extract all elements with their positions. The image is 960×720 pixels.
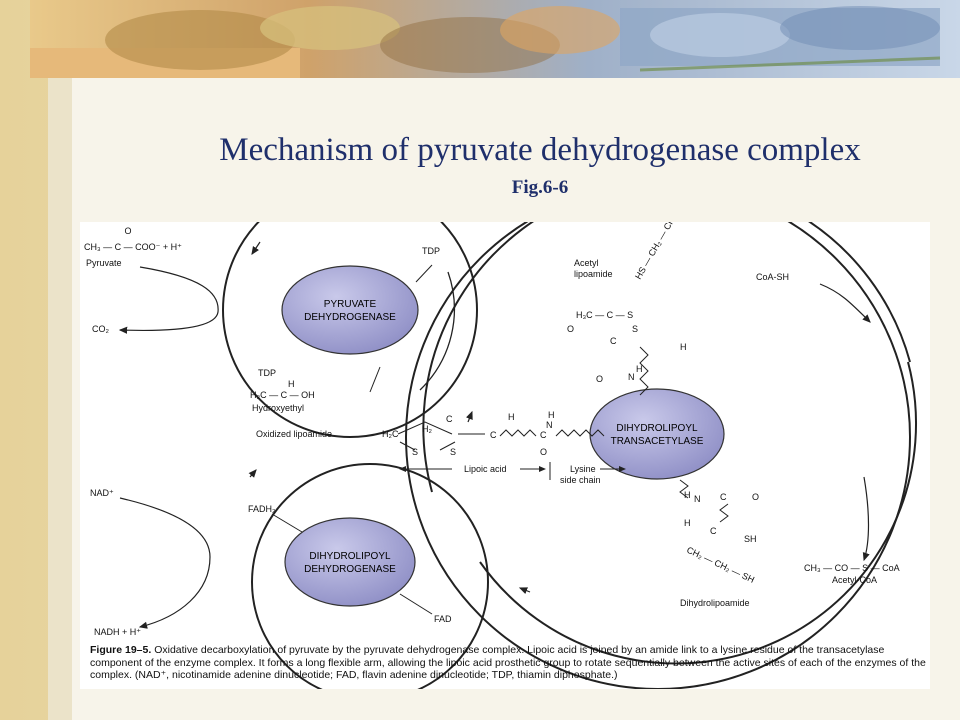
pathway-diagram: PYRUVATE DEHYDROGENASE DIHYDROLIPOYL TRA…	[84, 222, 918, 689]
amide-n: N	[546, 420, 553, 430]
fadh2-label: FADH₂	[248, 504, 276, 514]
hs-chain: HS — CH₂ — CH₂	[633, 222, 679, 281]
lysine-label-1: Lysine	[570, 464, 596, 474]
lower-sh1: SH	[744, 534, 757, 544]
dihydrolipoamide-label: Dihydrolipoamide	[680, 598, 750, 608]
ring-h2: H₂	[422, 424, 432, 434]
top-decoration	[30, 0, 960, 78]
e1-label-1: PYRUVATE	[324, 299, 377, 310]
enzyme-dihydrolipoyl-transacetylase: DIHYDROLIPOYL TRANSACETYLASE	[589, 388, 725, 480]
pyruvate-formula: CH₃ — C — COO⁻ + H⁺	[84, 242, 182, 252]
amide-o: O	[540, 447, 547, 457]
ring-h: H	[508, 412, 515, 422]
e2-cycle	[405, 222, 918, 689]
slide-title: Mechanism of pyruvate dehydrogenase comp…	[219, 132, 861, 168]
upper-n: N	[628, 372, 635, 382]
upper-c: C	[610, 336, 617, 346]
caption-lead: Figure 19–5.	[90, 644, 152, 656]
amide-h: H	[548, 410, 555, 420]
lower-c: C	[720, 492, 727, 502]
pathway-figure: PYRUVATE DEHYDROGENASE DIHYDROLIPOYL TRA…	[80, 222, 930, 689]
acetyl-coa-formula: CH₃ — CO — S — CoA	[804, 563, 900, 573]
hydroxyethyl-h: H	[288, 379, 295, 389]
hydroxyethyl-label: Hydroxyethyl	[252, 403, 304, 413]
lower-h2: H	[684, 518, 691, 528]
enzyme-dihydrolipoyl-dehydrogenase: DIHYDROLIPOYL DEHYDROGENASE	[284, 517, 416, 607]
ring-s2: S	[450, 447, 456, 457]
upper-nh: H	[636, 364, 643, 374]
lysine-label-2: side chain	[560, 475, 601, 485]
e3-label-2: DEHYDROGENASE	[304, 564, 396, 575]
e2-label-2: TRANSACETYLASE	[611, 436, 704, 447]
tdp-top-label: TDP	[422, 246, 440, 256]
lower-o: O	[752, 492, 759, 502]
lower-n: N	[694, 494, 701, 504]
figure-caption: Figure 19–5. Oxidative decarboxylation o…	[90, 644, 926, 682]
e1-label-2: DEHYDROGENASE	[304, 312, 396, 323]
amide-c: C	[540, 430, 547, 440]
tdp-bottom-label: TDP	[258, 368, 276, 378]
slide-subtitle: Fig.6-6	[511, 177, 569, 198]
enzyme-pyruvate-dehydrogenase: PYRUVATE DEHYDROGENASE	[281, 265, 419, 355]
ring-s1: S	[412, 447, 418, 457]
e3-cycle	[251, 463, 489, 689]
acetyl-coa-label: Acetyl-CoA	[832, 575, 877, 585]
ring-c: C	[446, 414, 453, 424]
lower-h: H	[684, 490, 691, 500]
lipoic-acid-label: Lipoic acid	[464, 464, 507, 474]
acetyl-lipoamide-2: lipoamide	[574, 269, 613, 279]
pyruvate-label: Pyruvate	[86, 258, 122, 268]
upper-o: O	[596, 374, 603, 384]
acetyl-lipoamide-1: Acetyl	[574, 258, 599, 268]
lower-c2: C	[710, 526, 717, 536]
hydroxyethyl-formula: H₃C — C — OH	[250, 390, 315, 400]
caption-text: Oxidative decarboxylation of pyruvate by…	[90, 644, 926, 681]
upper-s: S	[632, 324, 638, 334]
acyl-h3c: H₃C — C — S	[576, 310, 633, 320]
ring-ch: C	[490, 430, 497, 440]
fad-label: FAD	[434, 614, 452, 624]
oxidized-lipoamide-label: Oxidized lipoamide	[256, 429, 332, 439]
lower-ch2-chain: CH₂ — CH₂ — SH	[685, 545, 756, 585]
co2-label: CO₂	[92, 324, 110, 334]
ring-h2c: H₂C	[382, 429, 399, 439]
e2-label-1: DIHYDROLIPOYL	[616, 423, 698, 434]
e1-cycle	[222, 222, 478, 438]
nadh-label: NADH + H⁺	[94, 627, 141, 637]
coa-sh-label: CoA-SH	[756, 272, 789, 282]
nad-label: NAD⁺	[90, 488, 114, 498]
acyl-o: O	[567, 324, 574, 334]
upper-h: H	[680, 342, 687, 352]
e3-label-1: DIHYDROLIPOYL	[309, 551, 391, 562]
pyruvate-o: O	[124, 226, 131, 236]
